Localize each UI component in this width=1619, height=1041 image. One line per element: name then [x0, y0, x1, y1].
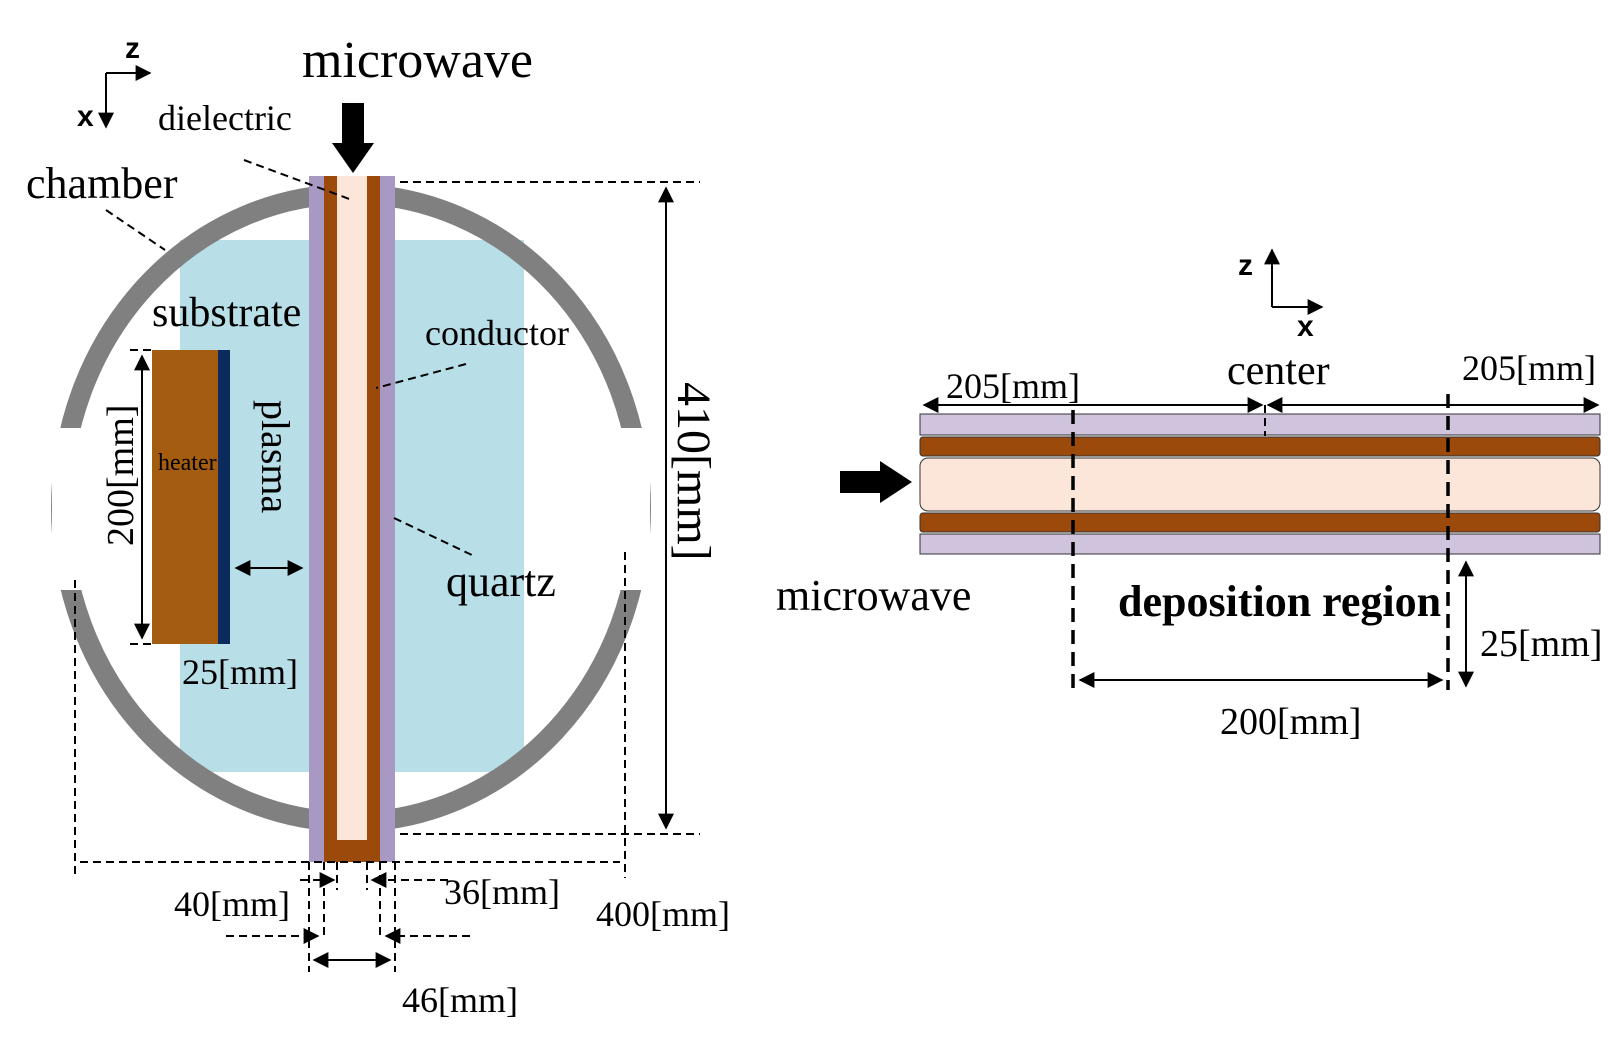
deposition-region-label: deposition region	[1118, 577, 1441, 626]
axis-z-label-right: z	[1238, 249, 1253, 282]
heater-front-edge	[218, 350, 230, 644]
dielectric-label: dielectric	[158, 98, 292, 138]
axis-z-label-left: z	[125, 32, 140, 65]
center-label: center	[1227, 348, 1330, 394]
dim-40-label: 40[mm]	[174, 884, 290, 924]
longitudinal-view: z x microwave 205[mm] 205[mm] center dep…	[776, 248, 1602, 743]
substrate-region-right	[394, 240, 524, 772]
quartz-layer-bottom	[919, 533, 1601, 555]
xz-axes-left	[98, 65, 152, 129]
dim-46-label: 46[mm]	[402, 980, 518, 1020]
dim-410-label: 410[mm]	[667, 382, 720, 561]
quartz-layer-top	[919, 413, 1601, 436]
axis-x-label-left: x	[77, 100, 94, 133]
xz-axes-right	[1264, 248, 1324, 315]
quartz-label: quartz	[446, 557, 556, 606]
plasma-label: plasma	[253, 400, 298, 514]
dim-205-left-label: 205[mm]	[946, 366, 1080, 406]
dim-400-label: 400[mm]	[596, 894, 730, 934]
axis-x-label-right: x	[1297, 310, 1314, 343]
dielectric-layer	[919, 457, 1601, 512]
substrate-label: substrate	[152, 290, 301, 336]
microwave-input-arrow-right	[840, 461, 912, 503]
dim-25-gap-label: 25[mm]	[182, 652, 298, 692]
cross-section-view: z x microwave dielectric chamber substra…	[26, 32, 730, 1020]
dim-200-heater-label: 200[mm]	[100, 405, 142, 546]
dim-36-label: 36[mm]	[444, 872, 560, 912]
heater-block	[152, 350, 218, 644]
dim-200-deposition-label: 200[mm]	[1220, 701, 1361, 743]
chamber-label: chamber	[26, 159, 178, 208]
chamber-right-opening	[614, 428, 650, 590]
heater-label: heater	[158, 450, 217, 476]
microwave-label-right: microwave	[776, 571, 971, 620]
conductor-label: conductor	[425, 313, 569, 353]
conductor-layer-top	[919, 436, 1601, 457]
microwave-input-arrow	[332, 103, 374, 173]
microwave-label-left: microwave	[302, 32, 533, 89]
conductor-layer-bottom	[919, 512, 1601, 533]
chamber-left-opening	[52, 428, 88, 590]
dielectric-core	[337, 176, 367, 840]
dim-205-right-label: 205[mm]	[1462, 348, 1596, 388]
dim-25-right-label: 25[mm]	[1480, 623, 1602, 665]
